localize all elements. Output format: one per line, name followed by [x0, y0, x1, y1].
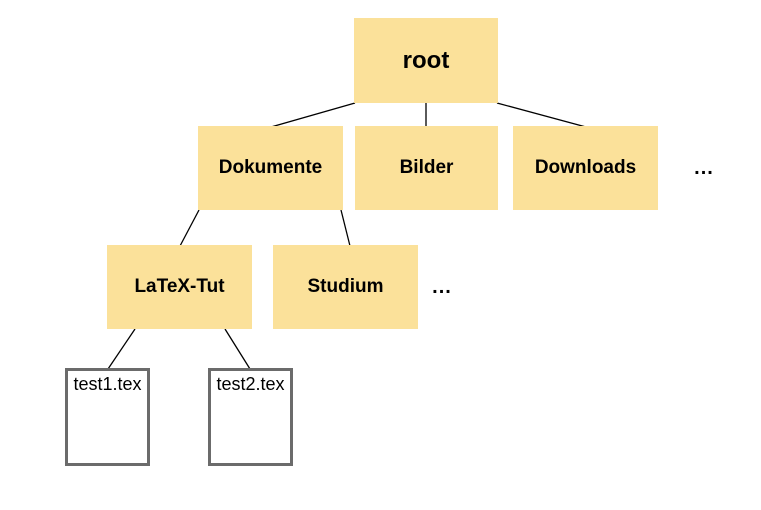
- edge-latextut-test1: [107, 328, 136, 370]
- edge-root-dokumente: [270, 102, 356, 128]
- edge-dokumente-latextut: [179, 209, 200, 247]
- edge-root-downloads: [496, 102, 587, 128]
- tree-node-studium: Studium: [273, 245, 418, 329]
- tree-node-latex-tut: LaTeX-Tut: [107, 245, 252, 329]
- tree-node-bilder: Bilder: [355, 126, 498, 210]
- tree-node-file-test2: test2.tex: [208, 368, 293, 466]
- ellipsis-level2: ...: [694, 157, 714, 179]
- tree-node-root: root: [354, 18, 498, 103]
- ellipsis-level3: ...: [432, 276, 452, 298]
- tree-node-dokumente: Dokumente: [198, 126, 343, 210]
- tree-node-file-test1: test1.tex: [65, 368, 150, 466]
- tree-node-downloads: Downloads: [513, 126, 658, 210]
- edge-latextut-test2: [224, 328, 251, 370]
- edge-dokumente-studium: [340, 209, 351, 247]
